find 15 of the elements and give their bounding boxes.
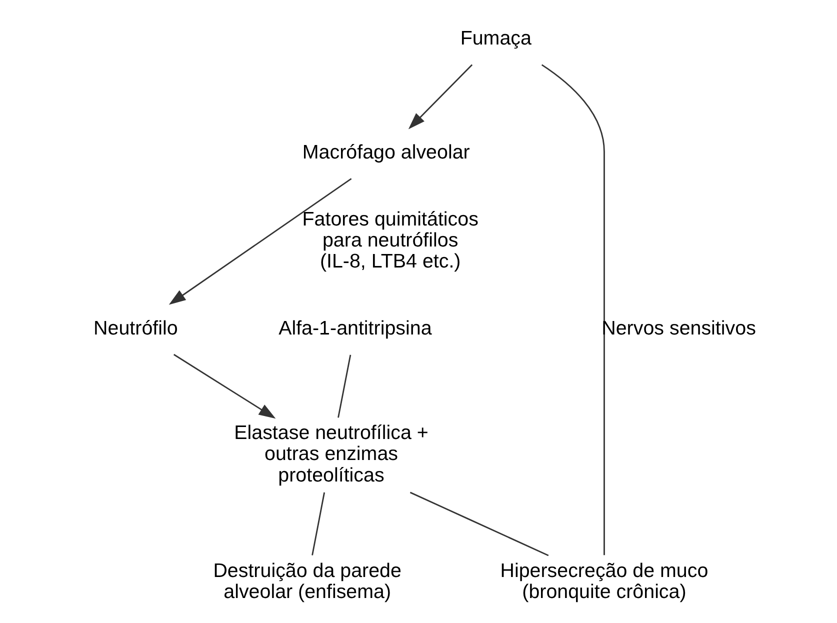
arrow: [408, 64, 473, 130]
connector: [338, 354, 352, 418]
connector: [410, 492, 549, 556]
edge-label: Fatores quimitáticos para neutrófilos (IL-8, LTB4 etc.): [302, 208, 478, 272]
arrow: [173, 354, 276, 419]
node-text: Hipersecreção de muco (bronquite crônica): [500, 560, 708, 604]
node-text: Elastase neutrofílica + outras enzimas proteolíticas: [234, 422, 428, 486]
arrow: [168, 178, 352, 305]
node-text: Fumaça: [460, 27, 532, 50]
node-text: Macrófago alveolar: [302, 141, 470, 164]
node-text: Alfa-1-antitripsina: [278, 317, 432, 340]
connector: [312, 492, 326, 556]
connector: [541, 64, 605, 556]
node-text: Destruição da parede alveolar (enfisema): [213, 560, 402, 604]
node-text: Neutrófilo: [94, 317, 178, 340]
